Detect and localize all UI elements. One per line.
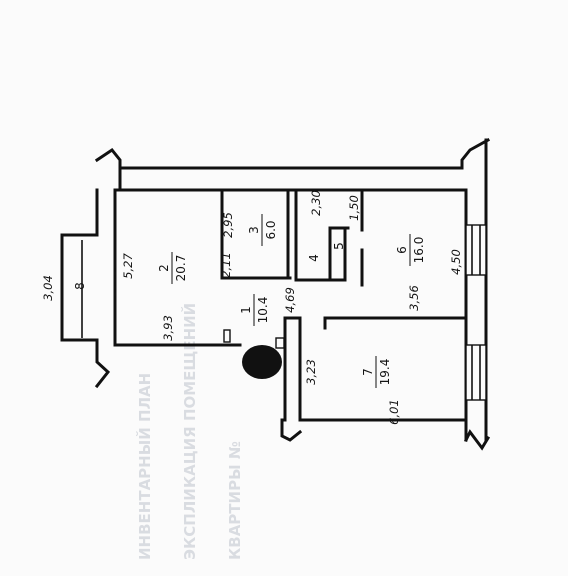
entry-door-mark bbox=[223, 329, 231, 343]
svg-text:19.4: 19.4 bbox=[378, 359, 392, 386]
dim-1-50: 1,50 bbox=[347, 195, 361, 221]
door-mark-room7 bbox=[275, 337, 285, 349]
dim-5-27: 5,27 bbox=[121, 253, 135, 279]
svg-text:20.7: 20.7 bbox=[174, 255, 188, 282]
svg-text:2: 2 bbox=[157, 264, 171, 272]
room-labels: 1 10.4 2 20.7 3 6.0 4 5 6 16.0 7 19.4 8 bbox=[73, 214, 426, 388]
dimension-labels: 3,04 5,27 3,93 2,95 2,11 4,69 2,30 1,50 … bbox=[41, 190, 463, 425]
dim-2-95: 2,95 bbox=[221, 212, 235, 238]
dim-4-69: 4,69 bbox=[283, 287, 297, 313]
stamp-line-3: КВАРТИРЫ № bbox=[226, 441, 244, 560]
dim-6-01: 6,01 bbox=[387, 399, 401, 425]
window-room-6 bbox=[465, 224, 487, 276]
dim-2-30: 2,30 bbox=[309, 190, 323, 216]
svg-text:16.0: 16.0 bbox=[412, 237, 426, 264]
stamp-line-2: ЭКСПЛИКАЦИЯ ПОМЕЩЕНИЙ bbox=[180, 303, 199, 560]
window-room-7 bbox=[465, 344, 487, 401]
background-stamp: ИНВЕНТАРНЫЙ ПЛАН ЭКСПЛИКАЦИЯ ПОМЕЩЕНИЙ К… bbox=[135, 303, 244, 560]
ink-blot bbox=[242, 345, 282, 379]
room-6-label: 6 16.0 bbox=[395, 234, 426, 266]
room-4-label: 4 bbox=[307, 254, 321, 262]
room-1-label: 1 10.4 bbox=[239, 294, 270, 326]
room-7-label: 7 19.4 bbox=[361, 356, 392, 388]
svg-text:1: 1 bbox=[239, 306, 253, 314]
dim-3-93: 3,93 bbox=[161, 315, 175, 341]
svg-text:10.4: 10.4 bbox=[256, 297, 270, 324]
svg-text:6.0: 6.0 bbox=[264, 220, 278, 239]
dim-3-04: 3,04 bbox=[41, 275, 55, 301]
dim-3-56: 3,56 bbox=[407, 285, 421, 311]
dim-2-11: 2,11 bbox=[219, 252, 233, 278]
dim-3-23: 3,23 bbox=[304, 359, 318, 385]
svg-text:6: 6 bbox=[395, 246, 409, 254]
bottom-break-left bbox=[280, 418, 303, 442]
room-3-label: 3 6.0 bbox=[247, 214, 278, 246]
room-8-label: 8 bbox=[73, 282, 87, 290]
svg-text:7: 7 bbox=[361, 368, 375, 376]
bottom-break-right bbox=[463, 429, 491, 451]
outer-walls bbox=[60, 137, 491, 451]
partitions bbox=[113, 188, 468, 422]
svg-text:3: 3 bbox=[247, 226, 261, 234]
stamp-line-1: ИНВЕНТАРНЫЙ ПЛАН bbox=[135, 373, 154, 560]
left-outer-wall bbox=[60, 188, 111, 389]
dim-4-50: 4,50 bbox=[449, 249, 463, 275]
room-5-label: 5 bbox=[332, 242, 346, 250]
top-wall bbox=[94, 137, 491, 170]
room-2-label: 2 20.7 bbox=[157, 252, 188, 284]
